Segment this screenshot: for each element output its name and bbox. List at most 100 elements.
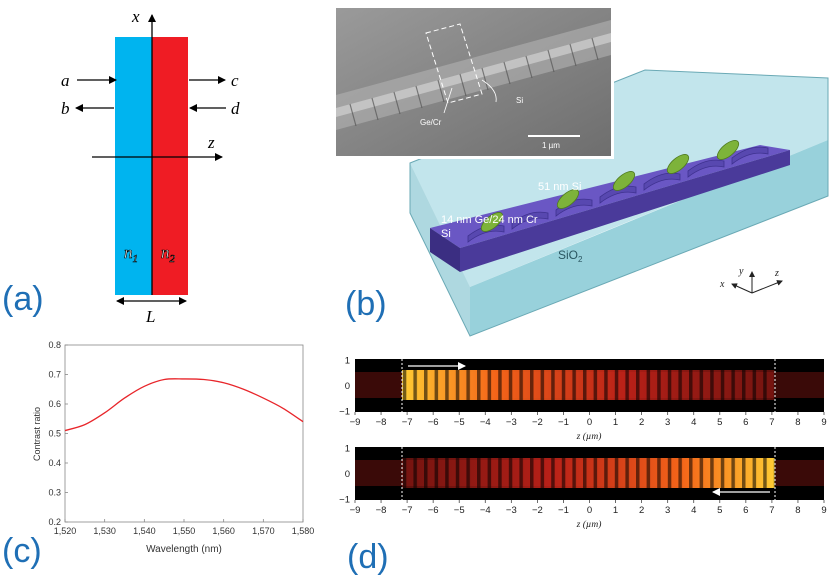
chart-c-ylabel: Contrast ratio [32,407,42,461]
x-tick-label: 9 [821,417,826,428]
y-tick-label: 0.2 [48,517,61,527]
x-tick-label: 3 [665,417,670,428]
y-tick-label: −1 [339,495,350,506]
n2-layer [152,37,188,295]
x-tick-label: 1,570 [252,526,275,536]
length-label: L [145,307,155,326]
x-tick-label: −6 [428,505,439,516]
panel-label-d: (d) [347,538,389,576]
x-tick-label: −3 [506,417,517,428]
panel-label-a: (a) [2,280,44,318]
z-axis-label: z [207,133,215,152]
label-a: a [61,71,70,90]
x-tick-label: 0 [587,417,592,428]
n1-layer [115,37,152,295]
y-tick-label: 0.4 [48,458,61,468]
svg-text:z: z [774,268,779,279]
x-tick-label: 3 [665,505,670,516]
panel-a: x z a b c d n1 n2 L (a) [2,7,240,326]
x-tick-label: −5 [454,505,465,516]
heatmap-bottom-yticks: 1 0 −1 [339,444,350,506]
x-tick-label: 5 [717,417,722,428]
x-tick-label: −4 [480,417,491,428]
x-tick-label: 1,550 [173,526,196,536]
x-tick-label: 1 [613,417,618,428]
x-tick-label: 0 [587,505,592,516]
x-tick-label: 8 [795,505,800,516]
x-tick-label: −3 [506,505,517,516]
x-tick-label: 1,520 [54,526,77,536]
x-tick-label: 6 [743,505,748,516]
label-b: b [61,99,70,118]
label-si: Si [441,228,451,240]
n1-label: n1 [124,243,138,265]
x-tick-label: −4 [480,505,491,516]
x-tick-label: 6 [743,417,748,428]
label-si51: 51 nm Si [538,181,581,193]
y-tick-label: 0 [345,469,350,480]
sem-image: Ge/Cr Si 1 µm [332,5,614,159]
x-tick-label: −7 [402,505,413,516]
x-tick-label: 2 [639,505,644,516]
gecr-pads [480,140,740,232]
label-d: d [231,99,240,118]
y-tick-label: 0.6 [48,399,61,409]
panel-b: 51 nm Si 14 nm Ge/24 nm Cr Si SiO2 [332,5,829,337]
svg-text:y: y [738,266,744,277]
heatmap-bottom-xticks: −9 −8 −7 −6 −5 −4 −3 −2 −1 0 1 2 3 4 5 6 7 8 9 [350,500,827,516]
y-tick-label: −1 [339,407,350,418]
x-tick-label: −8 [376,417,387,428]
x-tick-label: −2 [532,417,543,428]
x-tick-label: −7 [402,417,413,428]
label-gecr: 14 nm Ge/24 nm Cr [441,214,538,226]
panel-c: 0.2 0.3 0.4 0.5 0.6 0.7 0.8 1,520 1,530 1,540 1,5… [2,340,314,570]
label-c: c [231,71,239,90]
x-tick-label: −5 [454,417,465,428]
x-tick-label: 7 [769,505,774,516]
x-tick-label: 8 [795,417,800,428]
x-tick-label: 7 [769,417,774,428]
svg-text:x: x [719,279,725,290]
si-ridges [467,146,769,243]
x-tick-label: 1,560 [212,526,235,536]
y-tick-label: 0.5 [48,429,61,439]
axes-3d: y x z [719,266,783,294]
y-tick-label: 1 [345,356,350,367]
n2-label: n2 [161,243,176,265]
x-tick-label: −8 [376,505,387,516]
x-tick-label: −9 [350,417,361,428]
x-tick-label: −1 [558,417,569,428]
y-tick-label: 1 [345,444,350,455]
y-tick-label: 0.7 [48,370,61,380]
x-tick-label: 4 [691,417,696,428]
x-tick-label: 1 [613,505,618,516]
contrast-ratio-line [64,378,304,432]
chart-c-frame [64,344,304,523]
chart-c-xlabel: Wavelength (nm) [146,544,222,555]
panel-label-c: (c) [2,532,42,570]
panel-label-b: (b) [345,285,387,323]
cladding-body [470,140,828,336]
x-tick-label: −6 [428,417,439,428]
x-tick-label: −2 [532,505,543,516]
waveguide-front [460,150,790,272]
x-tick-label: 4 [691,505,696,516]
x-tick-label: 1,530 [93,526,116,536]
x-tick-label: −9 [350,505,361,516]
unit-cell-box [425,23,483,104]
y-tick-label: 0 [345,381,350,392]
heatmap-bottom-xlabel: z (µm) [576,519,602,530]
x-tick-label: 5 [717,505,722,516]
sem-label-gecr: Ge/Cr [420,118,442,127]
heatmap-top-xlabel: z (µm) [576,431,602,442]
x-tick-label: 9 [821,505,826,516]
y-tick-label: 0.3 [48,488,61,498]
label-sio2: SiO2 [558,248,583,264]
x-tick-label: 1,540 [133,526,156,536]
y-tick-label: 0.8 [48,340,61,350]
x-tick-label: −1 [558,505,569,516]
waveguide-end [430,228,460,272]
